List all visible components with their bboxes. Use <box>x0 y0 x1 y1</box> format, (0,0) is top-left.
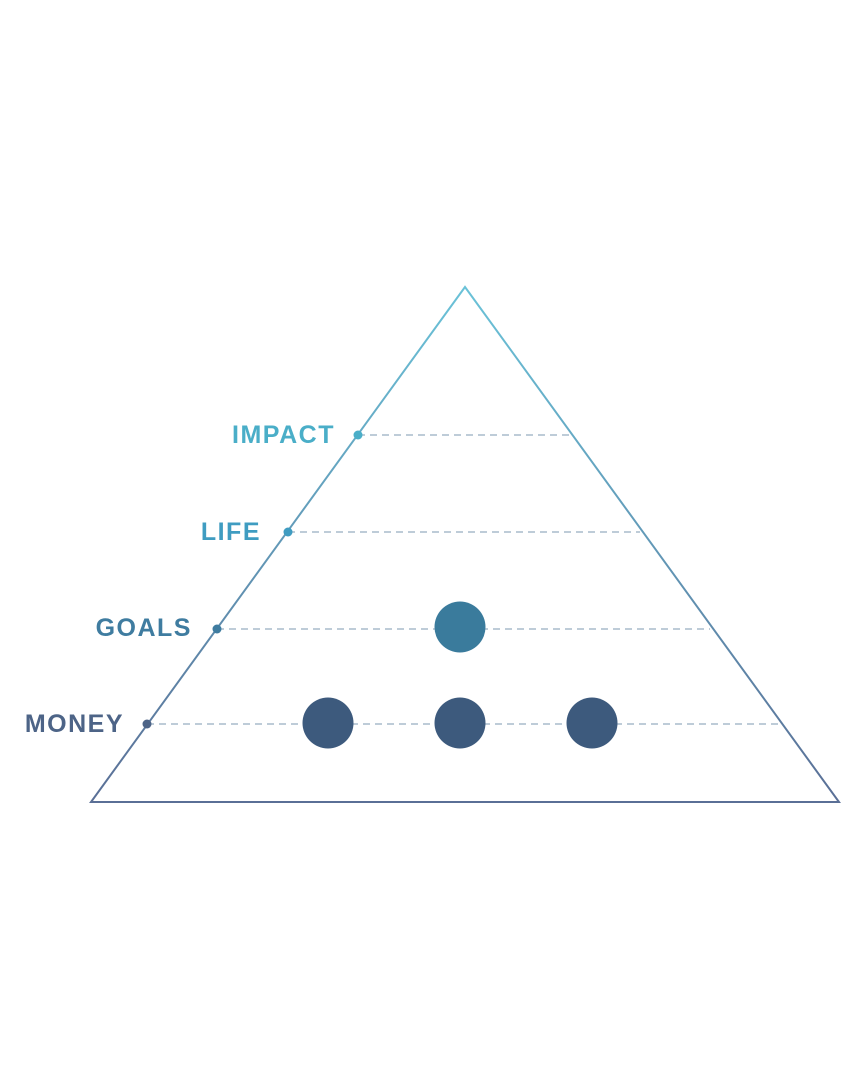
money-node <box>302 697 354 749</box>
level-marker-goals <box>212 624 222 634</box>
level-label-goals: GOALS <box>96 614 192 642</box>
level-marker-impact <box>353 430 363 440</box>
money-node <box>566 697 618 749</box>
level-label-money: MONEY <box>25 710 124 738</box>
pyramid-outline <box>89 285 841 803</box>
goals-node <box>434 601 486 653</box>
level-marker-life <box>283 527 293 537</box>
money-node <box>434 697 486 749</box>
level-label-impact: IMPACT <box>232 421 335 449</box>
level-marker-money <box>142 719 152 729</box>
level-label-life: LIFE <box>201 518 261 546</box>
